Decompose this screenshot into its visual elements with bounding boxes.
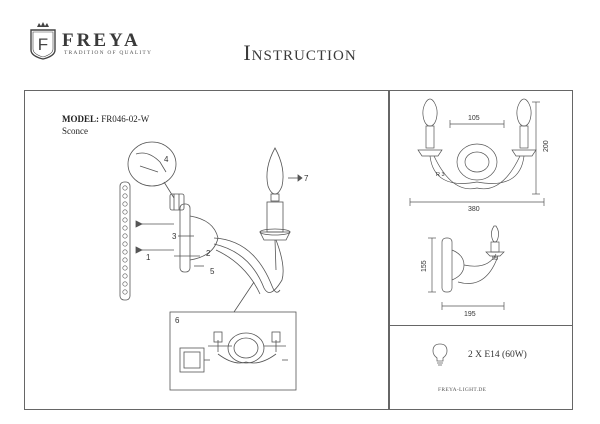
brand-name: FREYA <box>62 30 141 51</box>
dimension-drawing: 105 380 200 R 3 95 155 195 <box>409 98 550 318</box>
dim-155: 155 <box>421 260 428 272</box>
dim-200: 200 <box>543 140 550 152</box>
bulb-icon <box>432 343 448 366</box>
callout-4: 4 <box>164 155 169 164</box>
dim-radius: R 3 <box>436 172 445 178</box>
brand-emblem-icon: F <box>30 22 56 60</box>
callout-6: 6 <box>175 316 180 325</box>
dim-105: 105 <box>468 115 480 122</box>
callout-5: 5 <box>210 267 215 276</box>
left-panel <box>24 90 390 410</box>
svg-text:F: F <box>38 35 48 54</box>
model-label: MODEL: <box>62 114 99 124</box>
model-value: FR046-02-W <box>101 114 150 124</box>
right-panel <box>388 90 573 410</box>
right-panel-divider <box>388 325 572 326</box>
brand-website: FREYA-LIGHT.DE <box>438 387 487 393</box>
lamp-spec: 2 X E14 (60W) <box>468 350 527 360</box>
page-title: Instruction <box>243 40 357 65</box>
product-type: Sconce <box>62 126 88 136</box>
crystal-beads <box>122 185 128 295</box>
callout-1: 1 <box>146 253 151 262</box>
callout-7: 7 <box>304 174 309 183</box>
dim-95: 95 <box>492 256 498 262</box>
assembly-drawing: 4 1 2 3 5 6 7 <box>119 141 309 391</box>
brand-tagline: TRADITION OF QUALITY <box>64 50 153 56</box>
callout-2: 2 <box>206 249 211 258</box>
model-line: MODEL: FR046-02-W <box>62 114 149 124</box>
dim-380: 380 <box>468 206 480 213</box>
dim-195: 195 <box>464 311 476 318</box>
callout-3: 3 <box>172 232 177 241</box>
